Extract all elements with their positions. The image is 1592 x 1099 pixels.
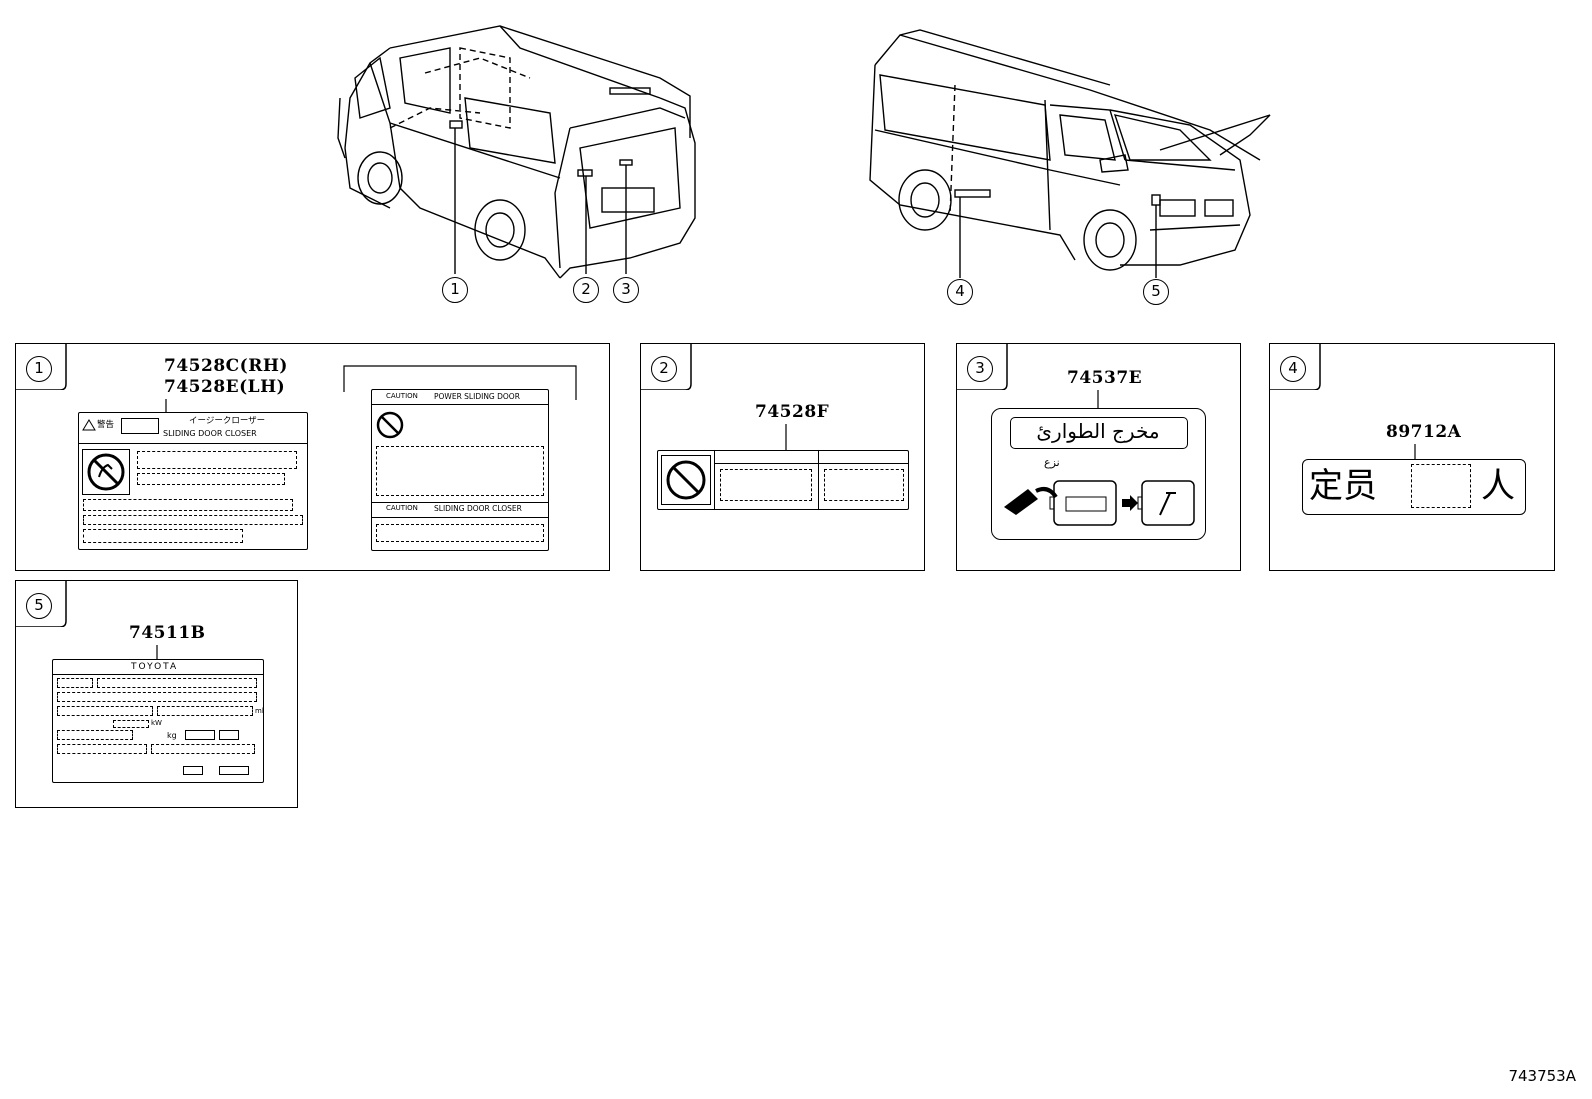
- warning-text-jp: 警告: [97, 420, 115, 430]
- part-number: 89712A: [1386, 422, 1462, 442]
- label-title-en: SLIDING DOOR CLOSER: [163, 429, 257, 438]
- label-74528f: [657, 450, 909, 510]
- panel-2: 2 74528F: [640, 343, 925, 571]
- part-number-lh: 74528E(LH): [164, 377, 286, 397]
- leader-line: [785, 424, 787, 452]
- part-number: 74537E: [1067, 368, 1143, 388]
- label-vehicle-plate: TOYOTA ml kW kg: [52, 659, 264, 783]
- label-emergency-exit: مخرج الطوارئ نزع: [991, 408, 1206, 540]
- panel-4: 4 89712A 定员 人: [1269, 343, 1555, 571]
- label-power-sliding-door: CAUTION POWER SLIDING DOOR CAUTION SLIDI…: [371, 389, 549, 551]
- panel-number: 4: [1280, 356, 1306, 382]
- unit-kg: kg: [167, 731, 177, 740]
- leader-line: [1097, 390, 1099, 410]
- label-b-title-bottom: SLIDING DOOR CLOSER: [434, 504, 522, 513]
- label-title-jp: イージークローザー: [189, 416, 266, 426]
- persons-text: 人: [1481, 466, 1515, 506]
- panel-number: 1: [26, 356, 52, 382]
- callout-5: 5: [1143, 279, 1169, 305]
- label-b-title-top: POWER SLIDING DOOR: [434, 392, 520, 401]
- pull-text: نزع: [1044, 456, 1060, 469]
- panel-3: 3 74537E مخرج الطوارئ نزع: [956, 343, 1241, 571]
- bracket-line: [343, 365, 577, 400]
- label-sliding-door-closer: 警告 イージークローザー SLIDING DOOR CLOSER: [78, 412, 308, 550]
- unit-kw: kW: [151, 719, 162, 727]
- diagram-id: 743753A: [1508, 1067, 1576, 1085]
- part-number-rh: 74528C(RH): [164, 356, 288, 376]
- panel-number: 3: [967, 356, 993, 382]
- callout-4: 4: [947, 279, 973, 305]
- part-number: 74528F: [755, 402, 830, 422]
- unit-ml: ml: [255, 707, 264, 715]
- emergency-exit-text: مخرج الطوارئ: [1036, 419, 1160, 443]
- panel-number: 5: [26, 593, 52, 619]
- warning-triangle-icon: [82, 419, 96, 431]
- no-hand-icon: [82, 449, 130, 495]
- no-hand-icon: [661, 455, 711, 505]
- panel-number: 2: [651, 356, 677, 382]
- caution-text-top: CAUTION: [386, 392, 418, 400]
- label-seating-capacity: 定员 人: [1302, 459, 1526, 515]
- part-number: 74511B: [129, 623, 206, 643]
- callout-3: 3: [613, 277, 639, 303]
- van-right-front-view: [869, 29, 1271, 278]
- manufacturer-text: TOYOTA: [131, 662, 179, 672]
- capacity-text: 定员: [1309, 466, 1377, 506]
- pull-lever-instruction-icon: [1004, 480, 1195, 526]
- callout-1: 1: [442, 277, 468, 303]
- caution-text-bottom: CAUTION: [386, 504, 418, 512]
- leader-line: [156, 645, 158, 659]
- panel-1: 1 74528C(RH) 74528E(LH) 警告 イージークローザー SLI…: [15, 343, 610, 571]
- callout-2: 2: [573, 277, 599, 303]
- leader-line: [1414, 444, 1416, 460]
- no-hand-icon: [376, 411, 404, 439]
- van-left-rear-view: [337, 25, 696, 279]
- panel-5: 5 74511B TOYOTA ml kW kg: [15, 580, 298, 808]
